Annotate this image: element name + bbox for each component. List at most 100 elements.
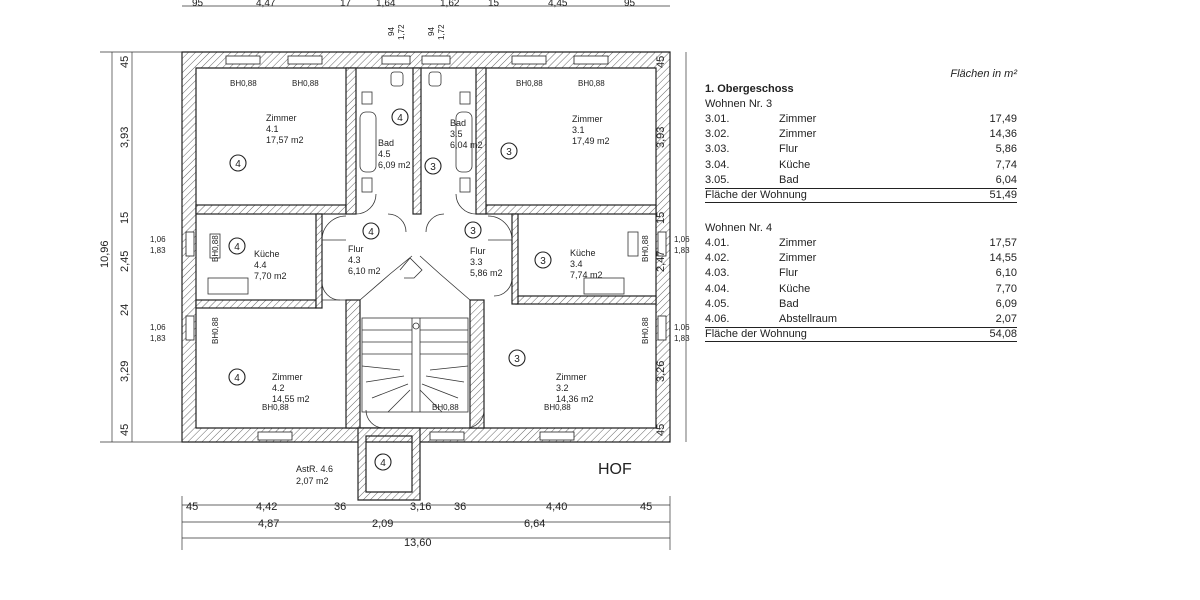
room-name: Bad bbox=[450, 118, 466, 128]
window-labels: BH0,88 BH0,88 BH0,88 BH0,88 BH0,88 BH0,8… bbox=[150, 24, 690, 412]
window-dim: 94 bbox=[427, 27, 436, 36]
courtyard-label: HOF bbox=[598, 461, 632, 478]
dim-label: 3,29 bbox=[119, 361, 131, 382]
unit-marker-4: 4 bbox=[228, 237, 246, 255]
svg-text:3: 3 bbox=[514, 354, 520, 365]
window-label: BH0,88 bbox=[262, 403, 289, 412]
room-area: 5,86 m2 bbox=[470, 268, 503, 278]
wall-kitchen-right bbox=[511, 213, 519, 305]
cabinet-left bbox=[209, 233, 221, 259]
window-dim: 1,06 bbox=[150, 323, 166, 332]
dim-label: 24 bbox=[119, 304, 131, 316]
unit-marker-4: 4 bbox=[228, 368, 246, 386]
room-name: Flur bbox=[348, 244, 364, 254]
window-label: BH0,88 bbox=[641, 317, 650, 344]
unit-marker-4: 4 bbox=[391, 108, 409, 126]
dim-total: 10,96 bbox=[99, 240, 111, 268]
window-label: BH0,88 bbox=[211, 235, 220, 262]
unit-markers: 4 4 3 3 4 4 3 3 4 3 4 bbox=[228, 108, 552, 471]
bathtub-left bbox=[359, 111, 377, 173]
dim-label: 4,40 bbox=[546, 501, 567, 513]
dim-label: 36 bbox=[334, 501, 346, 513]
window-label: BH0,88 bbox=[641, 235, 650, 262]
dim-total: 13,60 bbox=[404, 537, 432, 549]
staircase bbox=[361, 317, 469, 413]
window-dim: 1,83 bbox=[150, 334, 166, 343]
top-dims: 95 4,47 17 1,64 1,62 15 4,45 95 bbox=[192, 0, 636, 9]
dim-label: 6,64 bbox=[524, 518, 545, 530]
svg-text:4: 4 bbox=[235, 159, 241, 170]
dim-label: 4,47 bbox=[256, 0, 276, 9]
room-number: 3.2 bbox=[556, 383, 569, 393]
window-label: BH0,88 bbox=[230, 79, 257, 88]
wall-bath-right bbox=[475, 67, 487, 215]
window-dim: 1,83 bbox=[674, 246, 690, 255]
cabinet-right bbox=[627, 231, 639, 257]
unit-marker-4: 4 bbox=[374, 453, 392, 471]
room-name: Zimmer bbox=[266, 113, 297, 123]
svg-text:3: 3 bbox=[506, 147, 512, 158]
room-number: 3.4 bbox=[570, 259, 583, 269]
basin-right bbox=[459, 177, 471, 193]
room-number: 3.1 bbox=[572, 125, 585, 135]
wall-stair-left bbox=[345, 299, 361, 429]
wall-upper-right bbox=[485, 204, 657, 215]
right-dims: 45 3,93 15 2,47 3,26 45 bbox=[655, 56, 667, 436]
room-name: Zimmer bbox=[556, 372, 587, 382]
window-label: BH0,88 bbox=[432, 403, 459, 412]
wall-bath-left bbox=[345, 67, 357, 215]
windows bbox=[185, 55, 667, 441]
dim-label: 45 bbox=[119, 56, 131, 68]
room-name: Flur bbox=[470, 246, 486, 256]
room-labels: Zimmer 4.1 17,57 m2 Bad 4.5 6,09 m2 Bad … bbox=[254, 113, 610, 486]
doors bbox=[321, 193, 513, 429]
wall-upper-left bbox=[195, 204, 347, 215]
room-area: 17,57 m2 bbox=[266, 135, 304, 145]
stove-right bbox=[583, 277, 625, 295]
wall-lower-right bbox=[515, 295, 657, 305]
room-name: Küche bbox=[254, 249, 280, 259]
room-area: 14,36 m2 bbox=[556, 394, 594, 404]
dim-label: 15 bbox=[119, 212, 131, 224]
room-number: 4.4 bbox=[254, 260, 267, 270]
wall-kitchen-left bbox=[315, 213, 323, 309]
svg-text:4: 4 bbox=[234, 373, 240, 384]
room-area: 7,74 m2 bbox=[570, 270, 603, 280]
dim-label: 4,45 bbox=[548, 0, 568, 9]
window-label: BH0,88 bbox=[544, 403, 571, 412]
room-number: 3.3 bbox=[470, 257, 483, 267]
dim-label: 1,64 bbox=[376, 0, 396, 9]
unit-marker-4: 4 bbox=[362, 222, 380, 240]
room-number: 4.5 bbox=[378, 149, 391, 159]
svg-text:4: 4 bbox=[380, 458, 386, 469]
room-area: 14,55 m2 bbox=[272, 394, 310, 404]
room-area: 7,70 m2 bbox=[254, 271, 287, 281]
dim-label: 36 bbox=[454, 501, 466, 513]
dimension-lines bbox=[100, 5, 687, 550]
svg-text:3: 3 bbox=[540, 256, 546, 267]
sink-right bbox=[459, 91, 471, 105]
dim-label: 3,93 bbox=[119, 127, 131, 148]
room-area: 6,09 m2 bbox=[378, 160, 411, 170]
window-dim: 94 bbox=[387, 27, 396, 36]
toilet-left bbox=[390, 71, 404, 87]
room-area: 6,04 m2 bbox=[450, 140, 483, 150]
hall-lines bbox=[322, 213, 512, 301]
svg-text:4: 4 bbox=[234, 242, 240, 253]
area-unit: Flächen in m² bbox=[950, 68, 1017, 80]
dim-label: 2,09 bbox=[372, 518, 393, 530]
room-number: 4.3 bbox=[348, 255, 361, 265]
dim-label: 45 bbox=[186, 501, 198, 513]
window-dim: 1,06 bbox=[674, 235, 690, 244]
